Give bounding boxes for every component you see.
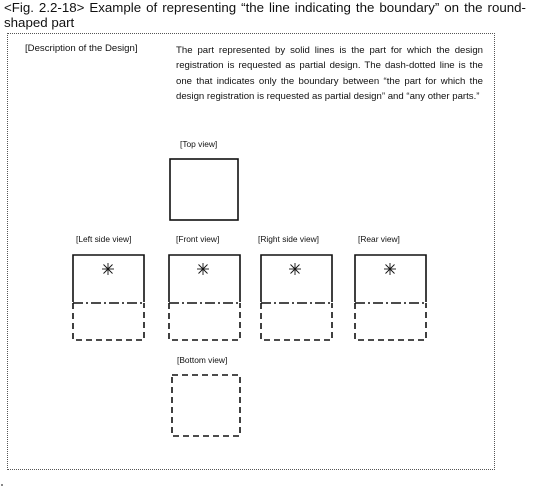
design-frame: [Description of the Design] The part rep… [7,33,495,470]
left-side-view-label: [Left side view] [76,234,132,244]
front-view-label: [Front view] [176,234,220,244]
right-side-view-label: [Right side view] [258,234,319,244]
description-label: [Description of the Design] [25,43,138,54]
bottom-view-label: [Bottom view] [177,355,228,365]
figure-title: <Fig. 2.2-18> Example of representing “t… [4,0,526,30]
top-view-label: [Top view] [180,139,218,149]
corner-dot [1,484,3,486]
rear-view-label: [Rear view] [358,234,400,244]
description-text: The part represented by solid lines is t… [176,45,483,102]
